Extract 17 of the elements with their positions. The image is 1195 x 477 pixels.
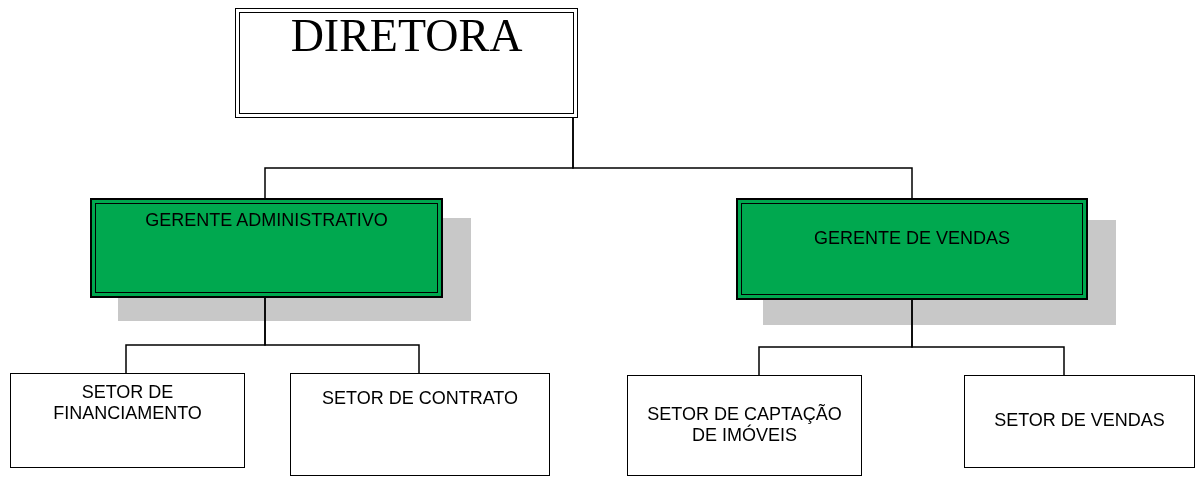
box-label: GERENTE ADMINISTRATIVO bbox=[145, 210, 388, 231]
connector-line bbox=[911, 299, 1065, 376]
director-box bbox=[235, 8, 578, 118]
department-box bbox=[964, 375, 1195, 468]
box-label: DIRETORA bbox=[290, 13, 523, 59]
box-label: GERENTE DE VENDAS bbox=[813, 228, 1010, 249]
connector-line bbox=[264, 297, 420, 374]
box-label: SETOR DE FINANCIAMENTO bbox=[52, 382, 203, 424]
department-box bbox=[10, 373, 245, 468]
box-label: SETOR DE VENDAS bbox=[994, 410, 1165, 431]
box-label: SETOR DE CAPTAÇÃO DE IMÓVEIS bbox=[646, 404, 843, 446]
box-label: SETOR DE CONTRATO bbox=[322, 388, 518, 409]
connector-line bbox=[572, 117, 913, 199]
manager-box bbox=[736, 198, 1088, 300]
department-box bbox=[627, 375, 862, 476]
department-box bbox=[290, 373, 550, 476]
manager-box bbox=[90, 198, 443, 298]
